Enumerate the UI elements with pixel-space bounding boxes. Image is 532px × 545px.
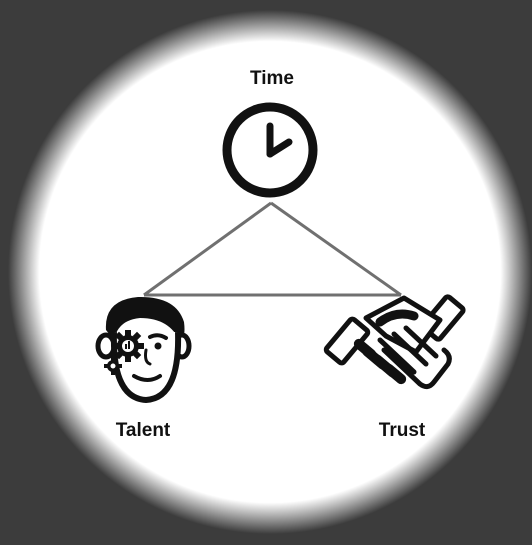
- edge-time-trust: [270, 201, 402, 297]
- person-gear-face-icon: [95, 296, 192, 404]
- node-label-talent: Talent: [115, 420, 171, 441]
- triangle-connector: [143, 201, 402, 297]
- handshake-icon: [323, 294, 466, 390]
- edge-time-talent: [143, 201, 272, 297]
- clock-icon: [222, 102, 318, 198]
- node-label-time: Time: [249, 68, 294, 89]
- node-label-trust: Trust: [378, 420, 426, 441]
